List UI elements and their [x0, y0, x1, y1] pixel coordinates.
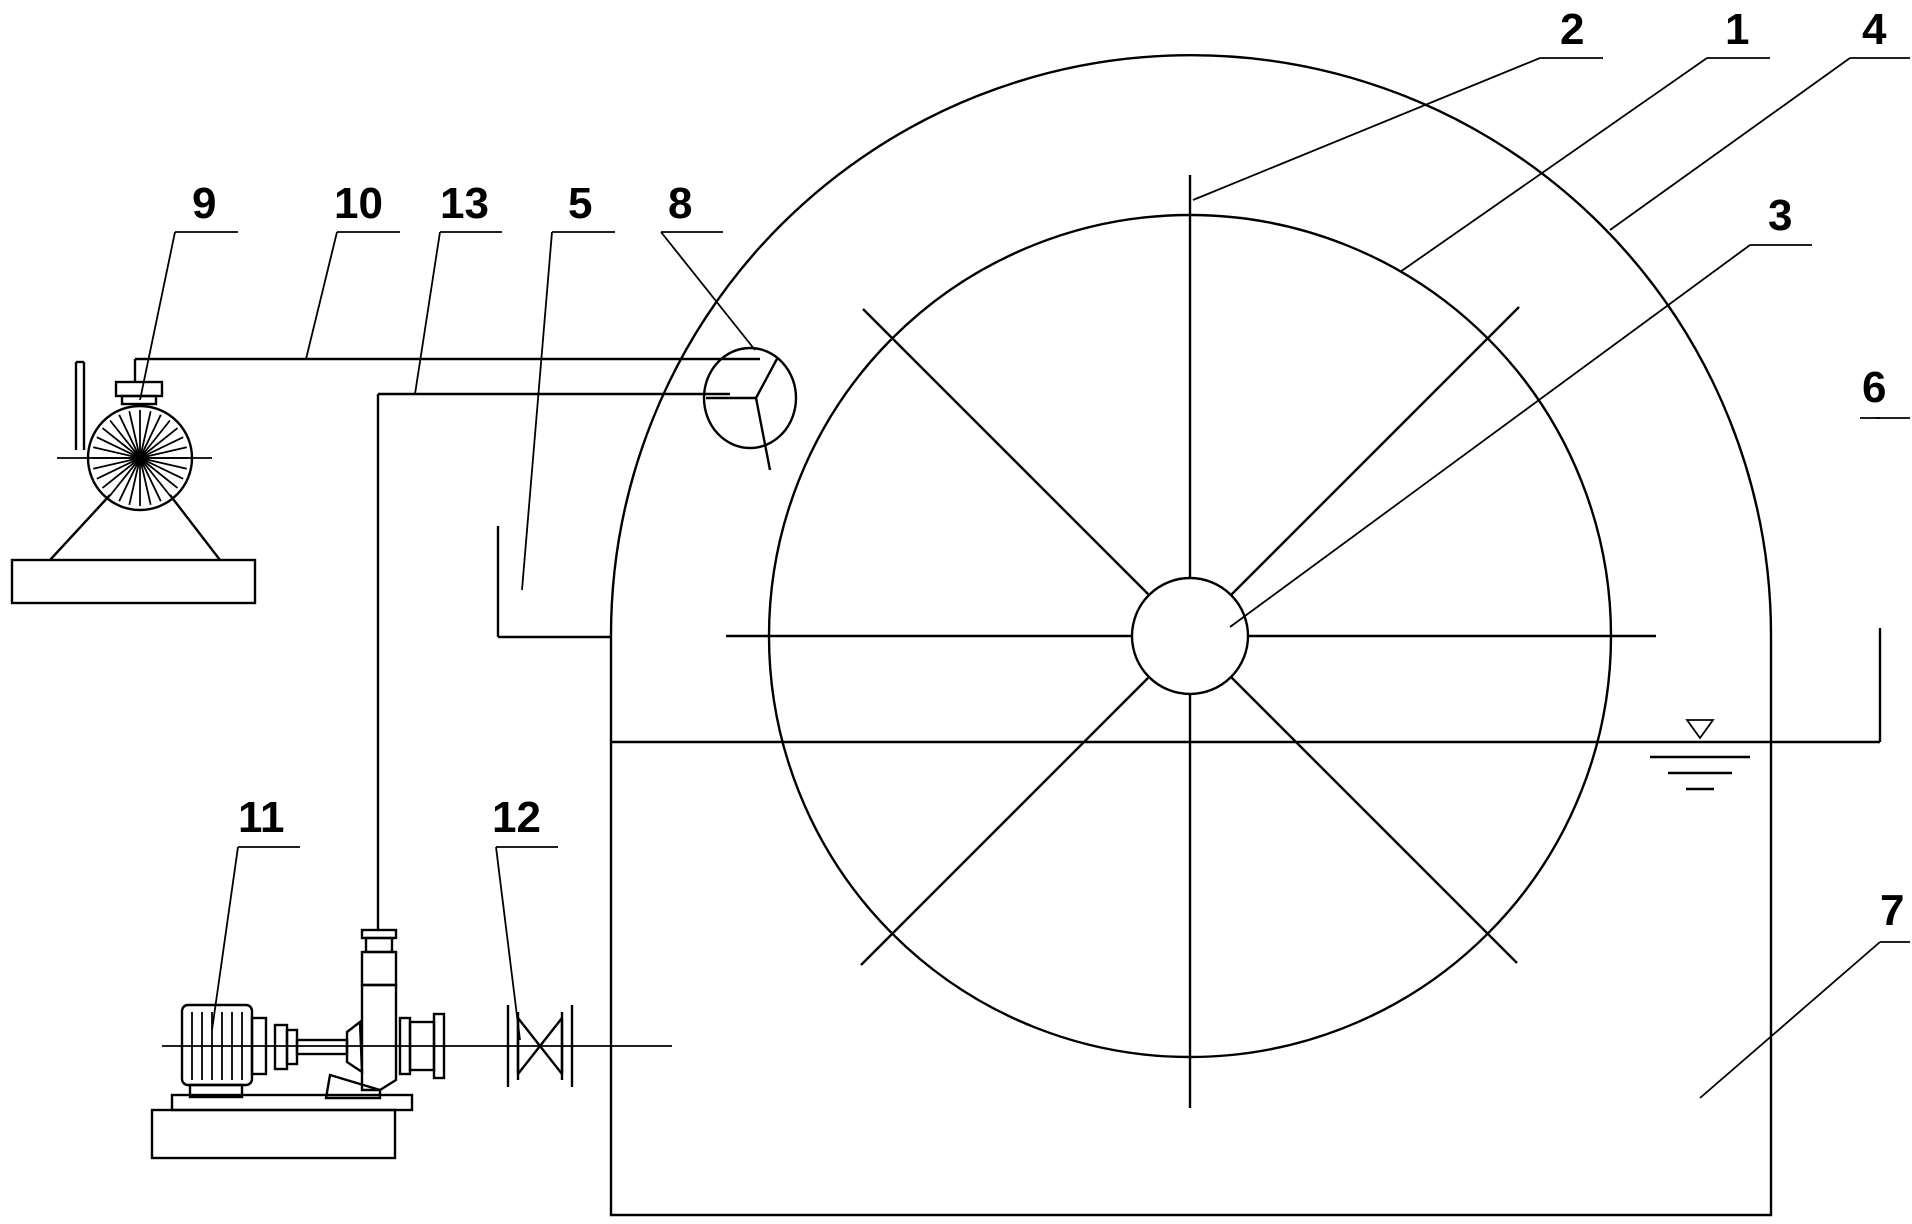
leader-13	[414, 231, 441, 395]
label-9: 9	[192, 179, 216, 228]
hub-shaft	[1130, 576, 1250, 696]
leader-lines	[139, 57, 1910, 1099]
fan-blade	[139, 457, 162, 502]
fan-blade	[109, 457, 141, 497]
leader-7	[1699, 941, 1881, 1099]
leader-1	[1399, 57, 1708, 273]
spoke-bottom-left	[860, 676, 1150, 966]
pump-base	[150, 1108, 397, 1160]
inlet-channel	[496, 526, 611, 639]
fan-blade	[139, 414, 162, 459]
pump-motor	[150, 928, 672, 1160]
label-11: 11	[238, 793, 285, 842]
label-12: 12	[492, 793, 541, 842]
fan-blade	[139, 457, 171, 497]
fan-blade	[92, 457, 141, 470]
pipe-10	[133, 357, 760, 382]
pump-volute	[360, 983, 398, 1092]
label-4: 4	[1862, 5, 1887, 54]
label-2: 2	[1560, 5, 1584, 54]
fan-blade	[139, 410, 152, 459]
label-1: 1	[1725, 5, 1749, 54]
fan-blade	[139, 457, 184, 480]
drum-wheel	[726, 175, 1656, 1108]
label-13: 13	[440, 179, 489, 228]
spoke-top-left	[862, 308, 1150, 596]
fan-blade	[92, 446, 141, 459]
fan-blade	[128, 410, 141, 459]
label-10: 10	[334, 179, 383, 228]
label-8: 8	[668, 179, 692, 228]
leader-11	[211, 846, 239, 1031]
fan-blade	[139, 436, 184, 459]
fan-blade	[139, 457, 188, 470]
fan-blade	[139, 419, 171, 459]
fan-blade	[128, 457, 141, 506]
spray-nozzle	[702, 346, 798, 471]
spoke-top-right	[1230, 306, 1520, 596]
blower-fan	[10, 360, 257, 605]
pipe-13	[376, 392, 730, 930]
fan-blade	[118, 414, 141, 459]
label-6: 6	[1862, 363, 1886, 412]
fan-blade	[96, 457, 141, 480]
leader-9	[139, 231, 176, 401]
fan-blade	[139, 427, 179, 459]
leader-4	[1609, 57, 1851, 231]
water-level-symbol	[1650, 719, 1750, 791]
fan-blade	[101, 457, 141, 489]
leader-5	[521, 231, 553, 591]
fan-blade	[139, 457, 152, 506]
spoke-bottom-right	[1230, 676, 1518, 964]
blower-base	[10, 558, 257, 605]
label-7: 7	[1880, 886, 1904, 935]
fan-blade	[139, 457, 179, 489]
leader-3	[1229, 244, 1751, 628]
fan-blade	[139, 446, 188, 459]
leader-2	[1192, 57, 1541, 201]
leader-8	[660, 231, 756, 351]
label-3: 3	[1768, 191, 1792, 240]
fan-blade	[109, 419, 141, 459]
fan-blade	[96, 436, 141, 459]
leader-12	[495, 846, 521, 1041]
fan-blade	[118, 457, 141, 502]
label-5: 5	[568, 179, 592, 228]
leader-10	[305, 231, 338, 360]
fan-blade	[101, 427, 141, 459]
